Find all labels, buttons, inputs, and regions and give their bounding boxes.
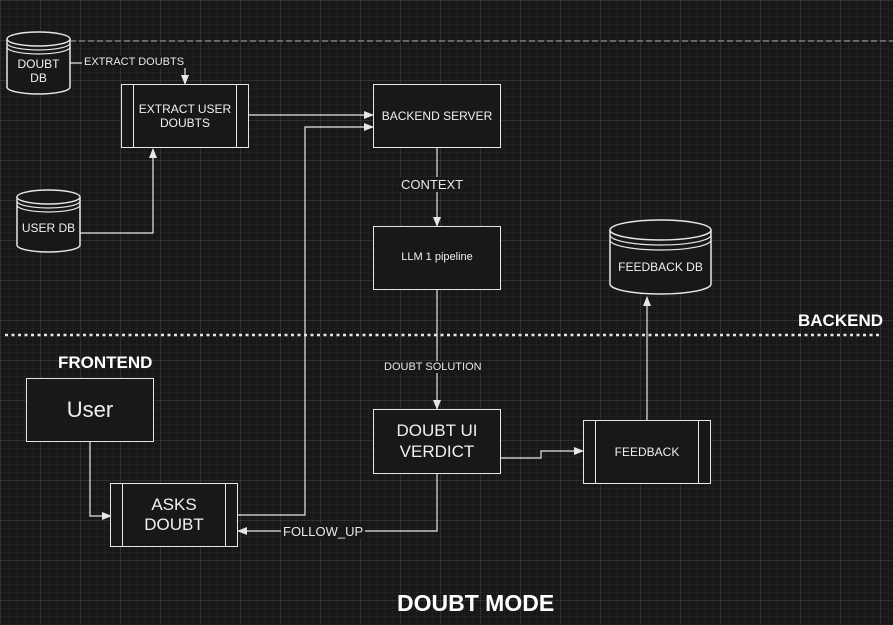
feedback-box[interactable]: FEEDBACK xyxy=(583,420,711,484)
backend-server-label: BACKEND SERVER xyxy=(381,108,493,123)
backend-zone-label: BACKEND xyxy=(798,311,883,330)
extract-user-doubts-label: EXTRACT USER DOUBTS xyxy=(139,102,231,131)
user-box[interactable]: User xyxy=(26,378,154,442)
backend-server-box[interactable]: BACKEND SERVER xyxy=(373,84,501,148)
frontend-zone-label: FRONTEND xyxy=(58,353,153,372)
doubt-db-cylinder[interactable]: DOUBT DB xyxy=(6,31,71,95)
doubt-db-label-line2: DB xyxy=(30,71,47,85)
asks-doubt-box[interactable]: ASKS DOUBT xyxy=(110,483,238,547)
feedback-label: FEEDBACK xyxy=(614,444,680,459)
asks-doubt-line1: ASKS xyxy=(151,494,197,514)
doubt-ui-verdict-line2: VERDICT xyxy=(399,441,475,461)
extract-user-doubts-box[interactable]: EXTRACT USER DOUBTS xyxy=(121,84,249,148)
feedback-db-label: FEEDBACK DB xyxy=(618,260,703,274)
extract-user-doubts-line1: EXTRACT USER xyxy=(138,101,232,116)
edge-asks-to-backend xyxy=(238,123,374,516)
edge-label-doubt-solution: DOUBT SOLUTION xyxy=(382,361,484,373)
extract-user-doubts-line2: DOUBTS xyxy=(159,116,210,130)
user-db-cylinder[interactable]: USER DB xyxy=(16,189,81,253)
doubt-ui-verdict-box[interactable]: DOUBT UI VERDICT xyxy=(373,409,501,474)
edge-user-to-asks xyxy=(89,442,112,520)
llm-pipeline-box[interactable]: LLM 1 pipeline xyxy=(373,226,501,290)
doubt-ui-verdict-label: DOUBT UI VERDICT xyxy=(397,421,478,462)
doubt-ui-verdict-line1: DOUBT UI xyxy=(396,421,478,441)
feedback-db-cylinder[interactable]: FEEDBACK DB xyxy=(609,219,712,295)
edge-label-extract-doubts: EXTRACT DOUBTS xyxy=(82,56,187,68)
user-db-label: USER DB xyxy=(21,221,76,235)
feedback-db-shape xyxy=(609,219,712,295)
edge-verdict-to-feedback xyxy=(501,447,584,459)
llm-pipeline-label: LLM 1 pipeline xyxy=(401,251,473,264)
doubt-db-label-line1: DOUBT xyxy=(17,57,60,71)
edge-label-follow-up: FOLLOW_UP xyxy=(281,524,366,539)
asks-doubt-label: ASKS DOUBT xyxy=(144,495,204,536)
edge-user-db-to-extract xyxy=(80,148,157,234)
asks-doubt-line2: DOUBT xyxy=(144,515,204,534)
edge-verdict-to-asks xyxy=(237,474,438,535)
diagram-title: DOUBT MODE xyxy=(397,590,555,616)
user-db-shape xyxy=(16,189,81,253)
edge-label-context: CONTEXT xyxy=(399,177,466,192)
user-label: User xyxy=(66,396,114,422)
doubt-db-shape xyxy=(6,31,71,95)
